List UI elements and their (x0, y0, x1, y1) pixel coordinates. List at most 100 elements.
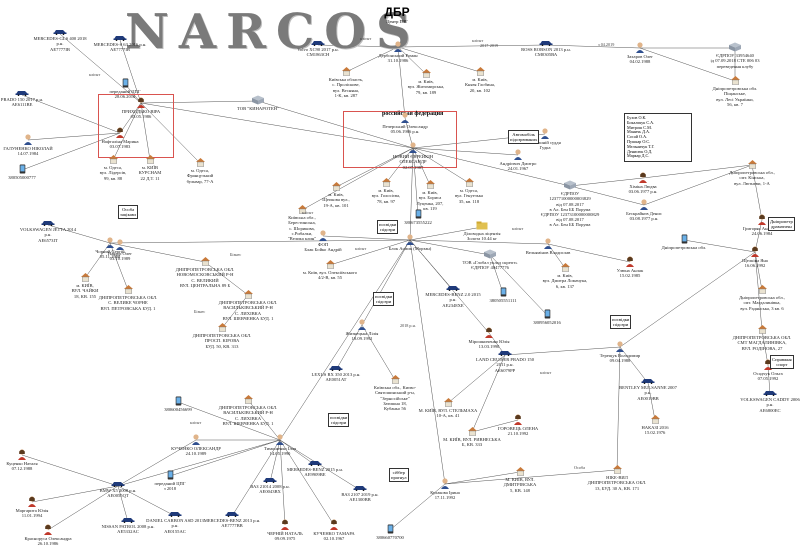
phone-icon (95, 78, 155, 89)
node-label: ROSS ROBSON 2013 р.н. СМ0305ВА (521, 47, 571, 58)
link-line (117, 439, 197, 487)
node-male: Тимошенко Ілля 14.05.1990 (250, 434, 310, 457)
highlight-box-center (343, 111, 457, 168)
node-phone: 380660770700 (360, 524, 420, 540)
node-label: М. КИЇВ, ВУЛ. ДМИТРІВСЬКА 5, КВ. 148 (503, 477, 537, 493)
female-icon (600, 256, 660, 268)
car-icon (475, 349, 535, 357)
female-icon (738, 359, 798, 371)
link-line (683, 239, 756, 253)
link-line (301, 147, 414, 211)
node-male: Бескрайнєв Денис 03.08.1977 р.н. (614, 199, 674, 222)
house-icon (490, 466, 550, 477)
node-female: Нафталіна Марина 03.07.1983 (90, 127, 150, 150)
link-line (471, 419, 519, 433)
node-male: Кулакова Ірина 17.11.1992 (415, 478, 475, 501)
node-female: Щелкіна Яна 16.06.1992 (725, 246, 785, 269)
link-line (112, 102, 142, 161)
link-line (361, 324, 396, 381)
phone-icon (360, 524, 420, 535)
phone-icon (517, 309, 577, 320)
node-label: переданий ЦПГ з 2018 (154, 481, 186, 492)
link-line (489, 254, 504, 294)
link-line (397, 46, 481, 73)
male-icon (250, 434, 310, 446)
link-line (412, 147, 419, 216)
edge-label: клієнт (190, 420, 202, 425)
link-line (177, 401, 281, 441)
car-icon (306, 364, 366, 372)
link-line (247, 399, 281, 441)
node-label: Volvo XC90 2017 р.н. СМ1863СН (297, 47, 339, 58)
node-car: ROSS ROBSON 2013 р.н. СМ0305ВА (516, 39, 576, 58)
link-line (269, 439, 281, 483)
node-car: MERCEDES-S 63 2016 р.н. AE7777IB (90, 34, 150, 53)
node-label: 380956052016 (533, 320, 561, 326)
link-line (221, 294, 249, 329)
link-line (169, 439, 281, 477)
node-male: Жизнецька Лілія 18.09.1992 (332, 319, 392, 342)
link-line (317, 44, 399, 48)
node-house: ДНІПРОПЕТРОВСЬКА ОБЛ. ПРОСП. КІРОВА БУД.… (192, 322, 252, 349)
car-icon (98, 516, 158, 524)
node-male: КУЧЕНКО ОЛЕКСАНДР 24.10.1989 (166, 434, 226, 457)
note-tag: сіббер прагнул (389, 468, 409, 482)
node-label: Кулакова Ірина 17.11.1992 (430, 490, 460, 501)
node-label: Нащор Олег 03.10.1989 (107, 251, 133, 262)
node-phone: 380505000777 (0, 164, 52, 180)
male-icon (383, 142, 443, 154)
node-house: ДНІПРОПЕТРОВСЬКА ОБЛ. ВАСИЛЬКІВСЬКИЙ Р-Н… (218, 289, 278, 321)
house-icon (55, 272, 115, 283)
node-car: BENTLEY MULSANNE 2007 р.н. AE0019BB (618, 377, 678, 401)
node-label: Хіміна Людва 03.06.1977 р.н. (628, 184, 658, 195)
node-house: Дніпропетровська обл., смт. Кінська, вул… (722, 159, 782, 186)
link-line (21, 94, 121, 134)
note-tag: Особа зацікавл (118, 205, 139, 219)
phone-icon (140, 470, 200, 481)
node-label: 380505000777 (8, 175, 36, 181)
node-phone: 380673555222 (388, 209, 448, 225)
link-line (204, 261, 249, 296)
link-line (361, 239, 411, 326)
node-male: Андрієвич Дмитро 24.01.1967 (488, 149, 548, 172)
node-label: ТОВ "КИНАРОТЕН" (237, 106, 279, 112)
node-label: Дніпропетровська обл. Піщанське, вул. Ле… (712, 86, 758, 107)
node-label: MERCEDES-BENZ 2013 р.н. AE7777BB (203, 518, 261, 529)
node-male: ФОП Блак Бойко Андрій (293, 230, 353, 253)
house-icon (450, 66, 510, 77)
female-icon (90, 127, 150, 139)
node-house: м. Київ, вул. Бориса Луценка, 207, кв. 1… (400, 179, 460, 211)
node-label: 380600456699 (164, 407, 192, 413)
edge-label: клієнт (89, 72, 101, 77)
house-icon (732, 284, 792, 295)
node-car: MERCEDES-BENZ 2.0 2015 р.н. AE2348XE (423, 284, 483, 308)
house-icon (535, 262, 595, 273)
node-phone: 380600456699 (148, 396, 208, 412)
house-icon (365, 374, 425, 385)
edge-label: клієнт (540, 370, 552, 375)
male-icon (610, 42, 670, 54)
node-house: М. КИЇВ, ВУЛ. ДМИТРІВСЬКА 5, КВ. 148 (490, 466, 550, 493)
node-male: Чорний Сергій 05.11.1988 (80, 237, 140, 260)
car-icon (516, 39, 576, 47)
node-house: м. Київ, Щепкова вул., 19-А, кв. 101 (306, 181, 366, 208)
link-line (409, 239, 446, 485)
house-icon (300, 259, 360, 270)
node-label: ФОП Блак Бойко Андрій (304, 242, 342, 253)
house-icon (356, 177, 416, 188)
female-icon (304, 519, 364, 531)
link-line (84, 242, 111, 279)
node-label: MERCEDES-BENZ 2.0 2015 р.н. AE2348XE (425, 292, 481, 308)
link-line (329, 239, 411, 266)
node-house: м. КИЇВ, ВУЛ. ЧАЙКИ 18, КВ. 155 (55, 272, 115, 299)
note-tag: Справжня спорт (770, 355, 794, 369)
node-male: Вельямінов Владислав (518, 238, 578, 255)
car-icon (18, 219, 78, 227)
node-phone: 380505551111 (473, 287, 533, 303)
node-label: ВАЗ 2107 2019 р.н. AE1300ВВ (341, 492, 379, 503)
car-icon (330, 484, 390, 492)
male-icon (590, 341, 650, 353)
dbr-subtitle: Центр ПЗГ (386, 19, 408, 24)
